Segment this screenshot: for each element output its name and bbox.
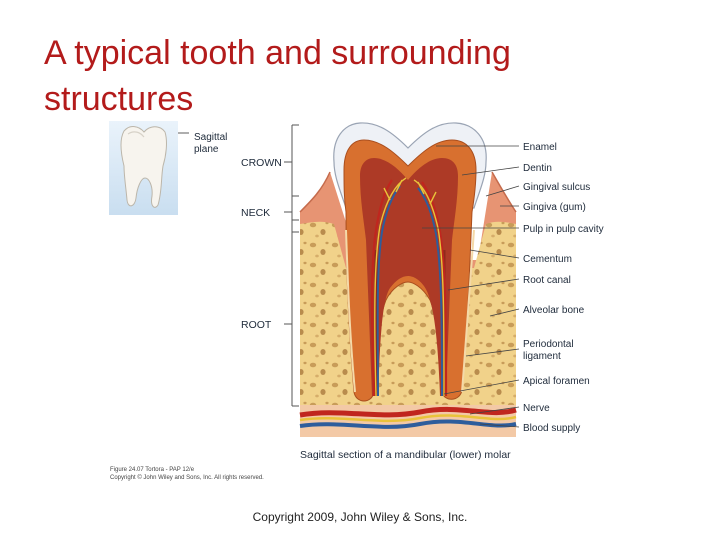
label-root-canal: Root canal	[523, 275, 571, 286]
region-neck-label: NECK	[241, 207, 270, 219]
label-cementum: Cementum	[523, 254, 572, 265]
region-root-label: ROOT	[241, 319, 272, 331]
region-crown-label: CROWN	[241, 157, 282, 169]
label-periodontal-2: ligament	[523, 351, 561, 362]
inset-tooth: Sagittal plane	[109, 121, 227, 215]
tooth-cross-section	[284, 123, 516, 437]
copyright-notice: Copyright 2009, John Wiley & Sons, Inc.	[0, 510, 720, 524]
label-pulp: Pulp in pulp cavity	[523, 224, 604, 235]
label-gingival-sulcus: Gingival sulcus	[523, 182, 590, 193]
label-periodontal: Periodontal	[523, 339, 574, 350]
label-gingiva: Gingiva (gum)	[523, 202, 586, 213]
figure-credit-2: Copyright © John Wiley and Sons, Inc. Al…	[110, 474, 264, 481]
label-blood-supply: Blood supply	[523, 423, 580, 434]
label-enamel: Enamel	[523, 142, 557, 153]
label-alveolar-bone: Alveolar bone	[523, 305, 585, 316]
label-apical-foramen: Apical foramen	[523, 376, 590, 387]
sagittal-plane-label: Sagittal	[194, 132, 227, 143]
sagittal-plane-label-2: plane	[194, 144, 219, 155]
label-dentin: Dentin	[523, 163, 552, 174]
figure-credit-1: Figure 24.07 Tortora - PAP 12/e	[110, 467, 195, 473]
label-nerve: Nerve	[523, 403, 550, 414]
figure-caption: Sagittal section of a mandibular (lower)…	[300, 449, 511, 461]
